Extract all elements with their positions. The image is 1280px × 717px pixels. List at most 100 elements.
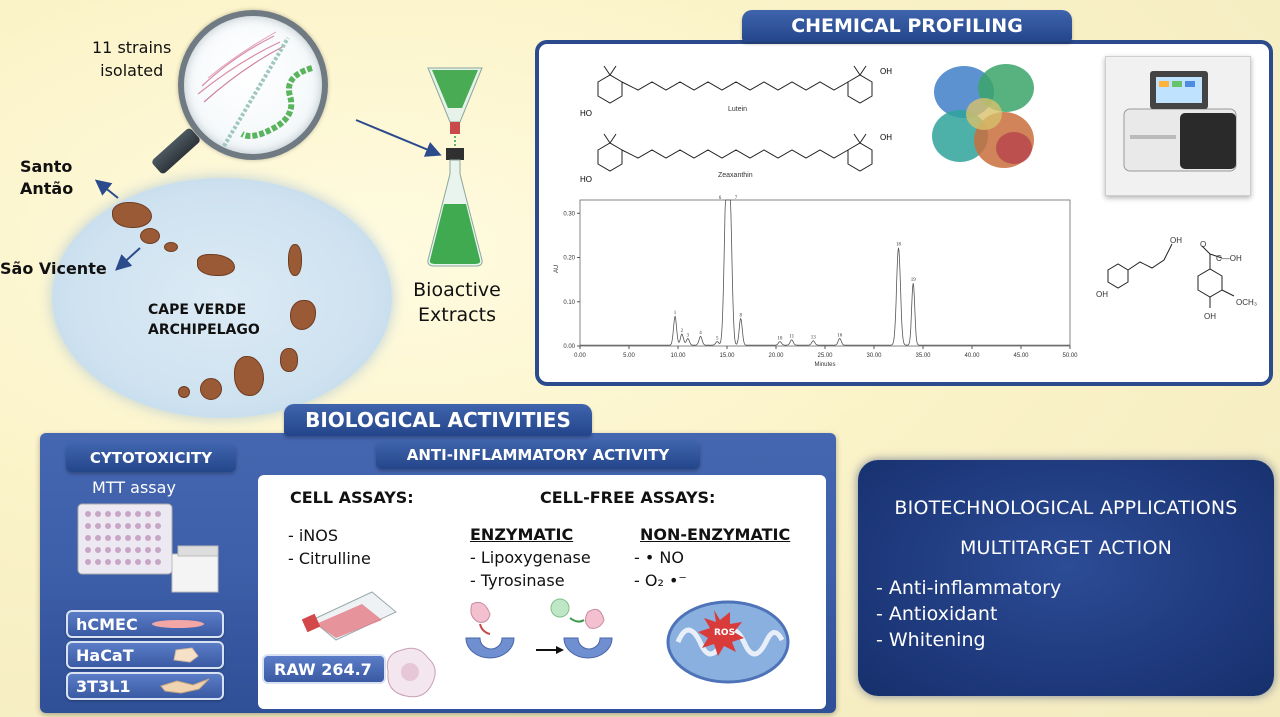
strains-line1: 11 strains bbox=[92, 38, 172, 57]
non-enzymatic-list: - • NO - O₂ •⁻ bbox=[634, 546, 687, 592]
sao-vicente-label: São Vicente bbox=[0, 259, 107, 278]
x-tick-label: 20.00 bbox=[768, 353, 784, 359]
oh-label-3: OH bbox=[1204, 312, 1216, 321]
peak-label: 8 bbox=[739, 313, 742, 318]
lutein-label: Lutein bbox=[728, 106, 748, 113]
peak-label: 2 bbox=[681, 329, 684, 334]
flask-label-line2: Extracts bbox=[418, 304, 496, 326]
coumaryl-alcohol-structure bbox=[1107, 243, 1173, 289]
keratinocyte-icon bbox=[173, 647, 199, 663]
y-tick-label: 0.10 bbox=[563, 300, 575, 306]
island-fogo bbox=[200, 378, 222, 400]
zeaxanthin-structure: HO OH bbox=[580, 133, 892, 184]
mitochondrion-icon bbox=[666, 600, 790, 684]
x-tick-label: 15.00 bbox=[719, 353, 735, 359]
peak-label: 18 bbox=[896, 243, 902, 248]
strains-line2: isolated bbox=[100, 61, 164, 80]
och3-label: OCH₃ bbox=[1236, 298, 1258, 307]
y-tick-label: 0.00 bbox=[563, 344, 575, 350]
x-tick-label: 25.00 bbox=[817, 353, 833, 359]
island-boa-vista bbox=[290, 300, 316, 330]
oh-label-2: OH bbox=[1096, 290, 1108, 299]
cell-line-hacat: HaCaT bbox=[66, 641, 224, 669]
extraction-flask bbox=[427, 67, 483, 267]
svg-text:HO: HO bbox=[580, 109, 592, 118]
arrow-to-flask bbox=[355, 119, 442, 157]
x-tick-label: 10.00 bbox=[670, 353, 686, 359]
culture-flask-icon bbox=[302, 591, 397, 641]
peak-label: 19 bbox=[911, 278, 917, 283]
cell-line-3t3l1: 3T3L1 bbox=[66, 672, 224, 700]
assay-lipoxygenase: - Lipoxygenase bbox=[470, 548, 591, 567]
island-santo-antao bbox=[112, 202, 152, 228]
svg-text:HO: HO bbox=[580, 175, 592, 184]
peak-label: 10 bbox=[777, 336, 783, 341]
cell-assays-heading: CELL ASSAYS: bbox=[290, 488, 414, 507]
arrow-sao-vicente bbox=[115, 247, 141, 271]
assay-superoxide: - O₂ •⁻ bbox=[634, 571, 687, 590]
cape-verde-map: CAPE VERDE ARCHIPELAGO bbox=[52, 178, 392, 418]
strains-label: 11 strains isolated bbox=[92, 36, 171, 82]
endothelial-cell-icon bbox=[151, 620, 204, 628]
mtt-assay-label: MTT assay bbox=[92, 478, 176, 497]
island-santiago bbox=[234, 356, 264, 396]
lutein-structure: HO OH bbox=[580, 65, 892, 118]
y-axis-label: AU bbox=[554, 265, 560, 273]
x-tick-label: 0.00 bbox=[574, 353, 586, 359]
protein-structure bbox=[932, 64, 1034, 168]
svg-text:OH: OH bbox=[880, 133, 892, 142]
biotech-item-whitening: - Whitening bbox=[876, 629, 986, 651]
island-maio bbox=[280, 348, 298, 372]
device-icon bbox=[1123, 71, 1237, 172]
x-tick-label: 35.00 bbox=[915, 353, 931, 359]
cell-assays-list: - iNOS - Citrulline bbox=[288, 524, 371, 570]
island-sao-nicolau bbox=[197, 254, 235, 276]
cytotoxicity-header: CYTOTOXICITY bbox=[66, 444, 236, 472]
santo-antao-line2: Antão bbox=[20, 179, 74, 198]
zeaxanthin-label: Zeaxanthin bbox=[718, 172, 753, 179]
cell-assay-inos: - iNOS bbox=[288, 526, 339, 545]
peak-label: 1 bbox=[674, 311, 677, 316]
cooh-label: C—OH bbox=[1216, 254, 1242, 263]
peak-label: 5 bbox=[716, 336, 719, 341]
archipelago-line2: ARCHIPELAGO bbox=[148, 322, 260, 338]
ros-label: ROS bbox=[714, 628, 736, 638]
peak-label: 6 bbox=[719, 196, 722, 201]
x-tick-label: 5.00 bbox=[623, 353, 635, 359]
biological-activities-title: BIOLOGICAL ACTIVITIES bbox=[284, 404, 592, 436]
x-tick-label: 50.00 bbox=[1062, 353, 1078, 359]
cell-free-heading: CELL-FREE ASSAYS: bbox=[540, 488, 716, 507]
biotechnological-applications-panel: BIOTECHNOLOGICAL APPLICATIONS MULTITARGE… bbox=[858, 460, 1274, 696]
magnifier-lens bbox=[178, 10, 328, 160]
spectrophotometer-image bbox=[1105, 56, 1251, 196]
x-tick-label: 40.00 bbox=[964, 353, 980, 359]
macrophage-icon bbox=[386, 647, 436, 698]
santo-antao-line1: Santo bbox=[20, 157, 73, 176]
arrow-santo-antao bbox=[94, 179, 119, 199]
cell-line-3t3l1-label: 3T3L1 bbox=[76, 676, 131, 696]
cell-line-hacat-label: HaCaT bbox=[76, 645, 134, 665]
x-axis-label: Minutes bbox=[814, 362, 835, 368]
island-sao-vicente bbox=[140, 228, 160, 244]
peak-label: 13 bbox=[811, 336, 817, 341]
assay-tyrosinase: - Tyrosinase bbox=[470, 571, 565, 590]
biotech-item-antioxidant: - Antioxidant bbox=[876, 603, 998, 625]
biotech-item-anti-inflammatory: - Anti-inflammatory bbox=[876, 577, 1062, 599]
enzymatic-heading: ENZYMATIC bbox=[470, 525, 574, 544]
cell-line-hcmec: hCMEC bbox=[66, 610, 224, 638]
cyanobacteria-strands bbox=[197, 31, 313, 148]
cell-assay-citrulline: - Citrulline bbox=[288, 549, 371, 568]
peak-label: 4 bbox=[699, 331, 702, 336]
island-santa-luzia bbox=[164, 242, 178, 252]
enzymatic-list: - Lipoxygenase - Tyrosinase bbox=[470, 546, 591, 592]
biotech-subtitle: MULTITARGET ACTION bbox=[959, 537, 1173, 559]
well-plate-reader bbox=[77, 503, 219, 593]
chromatogram-trace bbox=[580, 199, 1070, 346]
peak-label: 11 bbox=[789, 335, 794, 340]
non-enzymatic-heading: NON-ENZYMATIC bbox=[640, 525, 791, 544]
anti-inflammatory-header: ANTI-INFLAMMATORY ACTIVITY bbox=[376, 441, 700, 469]
santo-antao-label: Santo Antão bbox=[20, 156, 73, 200]
svg-text:OH: OH bbox=[880, 67, 892, 76]
flask-label-line1: Bioactive bbox=[413, 279, 501, 301]
